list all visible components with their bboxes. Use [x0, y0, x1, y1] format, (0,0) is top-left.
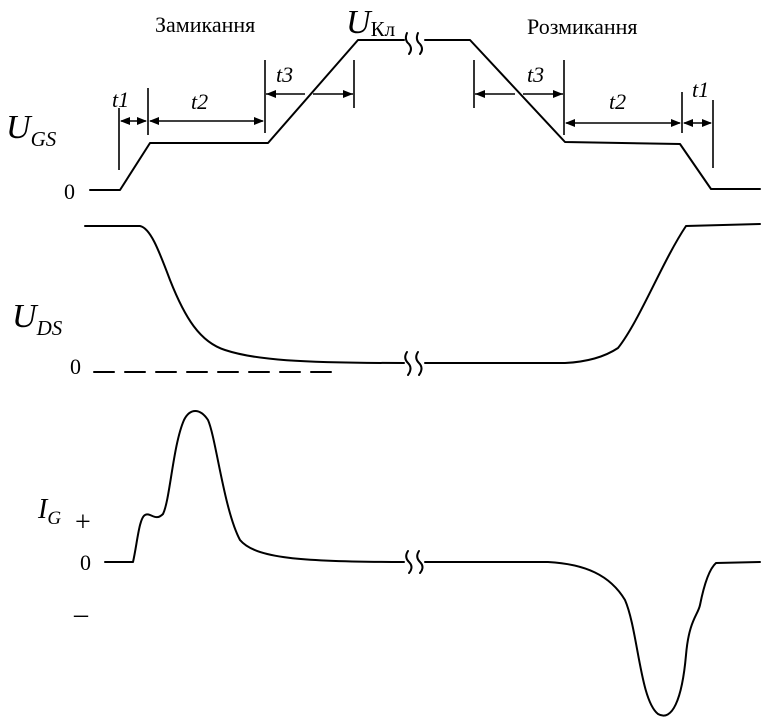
- interval-t3-left: t3: [266, 62, 353, 98]
- t3-right-label: t3: [527, 62, 544, 87]
- opening-phase-label: Розмикання: [527, 14, 638, 39]
- uds-axis-break-symbol: [404, 351, 423, 376]
- t1-right-label: t1: [692, 77, 709, 102]
- ig-curve-left: [104, 410, 405, 563]
- t3-left-label: t3: [276, 62, 293, 87]
- ig-curve-right: [424, 561, 761, 717]
- closing-phase-label: Замикання: [155, 12, 255, 37]
- t2-left-label: t2: [191, 89, 208, 114]
- interval-t2-right: t2: [565, 89, 681, 127]
- ig-axis-label: IG: [37, 494, 61, 529]
- interval-markers: [118, 60, 714, 170]
- uds-zero-label: 0: [70, 354, 81, 379]
- uds-curve-left: [84, 225, 405, 364]
- ugs-axis-label: UGS: [6, 109, 57, 151]
- ig-panel: IG + 0 –: [37, 410, 761, 717]
- t2-right-label: t2: [609, 89, 626, 114]
- ig-positive-sign: +: [75, 507, 91, 538]
- uds-panel: UDS 0: [12, 223, 761, 379]
- interval-t2-left: t2: [149, 89, 264, 125]
- uds-axis-label: UDS: [12, 298, 63, 340]
- ugs-axis-break-symbol: [404, 32, 423, 55]
- ugs-curve-right: [424, 39, 761, 190]
- ukl-label: UКл: [346, 4, 395, 41]
- ig-negative-sign: –: [73, 599, 89, 630]
- ugs-curve-left: [89, 39, 405, 191]
- ig-axis-break-symbol: [405, 550, 424, 574]
- ugs-panel: UGS 0 Замикання Розмикання UКл t1: [6, 4, 761, 204]
- interval-t1-right: t1: [683, 77, 712, 127]
- interval-t3-right: t3: [475, 62, 563, 98]
- t1-left-label: t1: [112, 87, 129, 112]
- uds-curve-right: [424, 223, 761, 364]
- ugs-zero-label: 0: [64, 179, 75, 204]
- interval-t1-left: t1: [112, 87, 147, 125]
- ig-zero-label: 0: [80, 550, 91, 575]
